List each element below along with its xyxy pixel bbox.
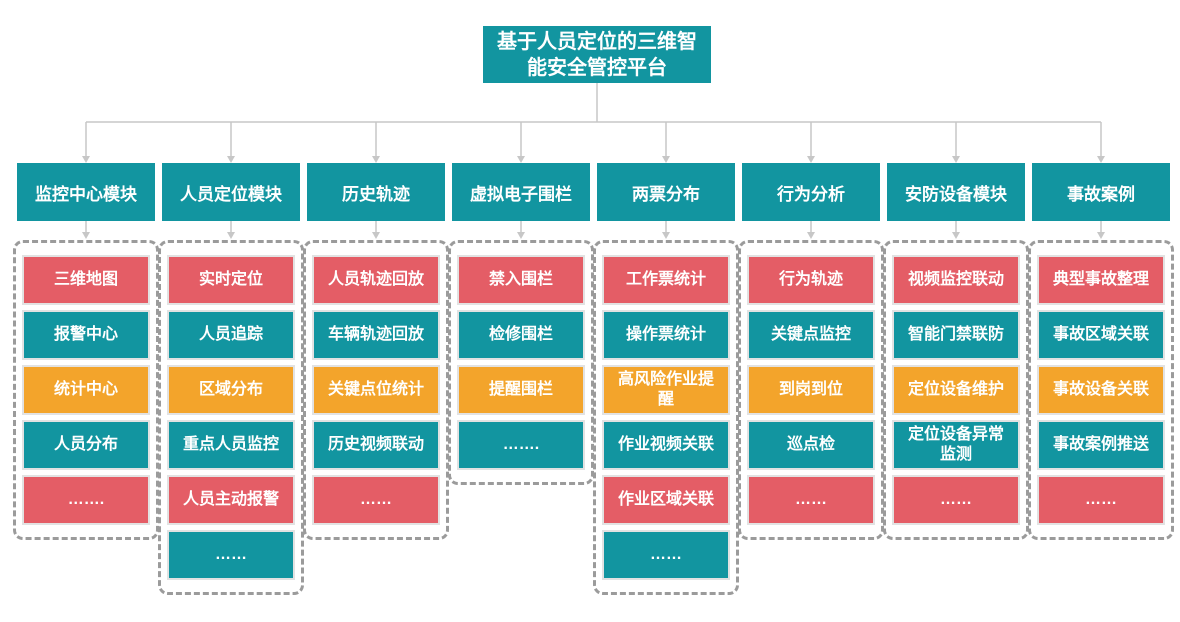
module-item-group: 工作票统计 操作票统计 高风险作业提醒 作业视频关联 作业区域关联 …… [593, 240, 739, 595]
column-accident-cases: 事故案例 典型事故整理 事故区域关联 事故设备关联 事故案例推送 …… [1028, 163, 1174, 540]
module-header: 事故案例 [1032, 163, 1170, 221]
module-item: 三维地图 [22, 255, 150, 305]
module-item: 操作票统计 [602, 310, 730, 360]
module-item: 定位设备维护 [892, 365, 1020, 415]
module-item-group: 典型事故整理 事故区域关联 事故设备关联 事故案例推送 …… [1028, 240, 1174, 540]
column-virtual-fence: 虚拟电子围栏 禁入围栏 检修围栏 提醒围栏 ……. [448, 163, 594, 485]
column-history-track: 历史轨迹 人员轨迹回放 车辆轨迹回放 关键点位统计 历史视频联动 …… [303, 163, 449, 540]
module-item: 到岗到位 [747, 365, 875, 415]
module-header: 人员定位模块 [162, 163, 300, 221]
module-item: 历史视频联动 [312, 420, 440, 470]
module-item: 人员追踪 [167, 310, 295, 360]
column-behavior-analysis: 行为分析 行为轨迹 关键点监控 到岗到位 巡点检 …… [738, 163, 884, 540]
module-item: …… [1037, 475, 1165, 525]
module-item-group: 视频监控联动 智能门禁联防 定位设备维护 定位设备异常监测 …… [883, 240, 1029, 540]
module-header: 虚拟电子围栏 [452, 163, 590, 221]
module-item: ……. [22, 475, 150, 525]
module-item: 禁入围栏 [457, 255, 585, 305]
module-item: 关键点位统计 [312, 365, 440, 415]
module-item-group: 三维地图 报警中心 统计中心 人员分布 ……. [13, 240, 159, 540]
module-item: 检修围栏 [457, 310, 585, 360]
module-item: 统计中心 [22, 365, 150, 415]
module-item: …… [167, 530, 295, 580]
module-item-group: 行为轨迹 关键点监控 到岗到位 巡点检 …… [738, 240, 884, 540]
module-item: 工作票统计 [602, 255, 730, 305]
module-item: 智能门禁联防 [892, 310, 1020, 360]
column-monitoring-center: 监控中心模块 三维地图 报警中心 统计中心 人员分布 ……. [13, 163, 159, 540]
module-item-group: 人员轨迹回放 车辆轨迹回放 关键点位统计 历史视频联动 …… [303, 240, 449, 540]
module-item: 定位设备异常监测 [892, 420, 1020, 470]
column-security-equipment: 安防设备模块 视频监控联动 智能门禁联防 定位设备维护 定位设备异常监测 …… [883, 163, 1029, 540]
module-item: 事故案例推送 [1037, 420, 1165, 470]
module-item: 报警中心 [22, 310, 150, 360]
module-item: 作业视频关联 [602, 420, 730, 470]
module-item: ……. [457, 420, 585, 470]
column-personnel-positioning: 人员定位模块 实时定位 人员追踪 区域分布 重点人员监控 人员主动报警 …… [158, 163, 304, 595]
module-item: 人员主动报警 [167, 475, 295, 525]
module-item: 视频监控联动 [892, 255, 1020, 305]
module-header: 两票分布 [597, 163, 735, 221]
module-item: 高风险作业提醒 [602, 365, 730, 415]
module-item: 实时定位 [167, 255, 295, 305]
module-item: 事故设备关联 [1037, 365, 1165, 415]
module-header: 监控中心模块 [17, 163, 155, 221]
module-item: …… [747, 475, 875, 525]
module-item: 作业区域关联 [602, 475, 730, 525]
module-item: 人员分布 [22, 420, 150, 470]
module-item: 车辆轨迹回放 [312, 310, 440, 360]
module-header: 历史轨迹 [307, 163, 445, 221]
module-item: 提醒围栏 [457, 365, 585, 415]
module-item: …… [602, 530, 730, 580]
module-item-group: 实时定位 人员追踪 区域分布 重点人员监控 人员主动报警 …… [158, 240, 304, 595]
module-item: 巡点检 [747, 420, 875, 470]
column-two-tickets: 两票分布 工作票统计 操作票统计 高风险作业提醒 作业视频关联 作业区域关联 …… [593, 163, 739, 595]
module-item: 重点人员监控 [167, 420, 295, 470]
module-item-group: 禁入围栏 检修围栏 提醒围栏 ……. [448, 240, 594, 485]
module-item: 行为轨迹 [747, 255, 875, 305]
module-item: …… [312, 475, 440, 525]
module-item: 关键点监控 [747, 310, 875, 360]
module-item: 典型事故整理 [1037, 255, 1165, 305]
module-item: 人员轨迹回放 [312, 255, 440, 305]
module-header: 安防设备模块 [887, 163, 1025, 221]
module-item: 事故区域关联 [1037, 310, 1165, 360]
module-item: 区域分布 [167, 365, 295, 415]
module-item: …… [892, 475, 1020, 525]
chart-title: 基于人员定位的三维智能安全管控平台 [483, 26, 711, 83]
module-header: 行为分析 [742, 163, 880, 221]
